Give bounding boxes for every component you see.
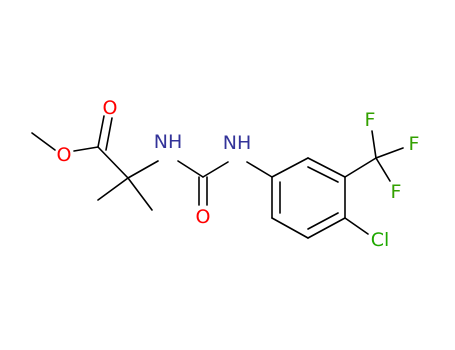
ring-bond-4-inner: [307, 212, 339, 230]
bond-nh-left-urea-c: [177, 160, 204, 178]
bond-quat-c-methyl-a: [97, 177, 129, 201]
atom-nh-left: NH: [154, 131, 183, 153]
bond-ester-c-carbonyl-o-2: [105, 117, 113, 151]
bond-quat-c-nh-left: [127, 160, 159, 179]
atom-o-carbonyl: O: [103, 97, 118, 119]
bond-methoxy-o-ester-c: [73, 146, 99, 152]
bond-ring-cf3-c: [344, 157, 377, 178]
bond-cf3-f-top: [371, 130, 377, 159]
bond-quat-c-methyl-b: [127, 177, 153, 211]
bond-ester-c-quat-c: [97, 146, 129, 179]
atom-labels: O O NH NH O F F F Cl: [57, 97, 420, 251]
ring-bond-5: [271, 217, 309, 239]
bond-ester-c-carbonyl-o-1: [97, 115, 105, 148]
bond-methyl-methoxy-o: [31, 132, 56, 151]
bond-cf3-f-right: [375, 147, 404, 159]
atom-o-methoxy: O: [57, 144, 72, 166]
ring-bond-1: [271, 157, 309, 178]
ring-bond-2-inner: [307, 166, 339, 183]
atom-f-top: F: [365, 109, 376, 131]
bond-cf3-f-bottom: [375, 157, 391, 182]
atom-nh-right: NH: [223, 132, 252, 154]
ring-bond-2: [307, 157, 346, 178]
atom-cl: Cl: [371, 229, 390, 251]
atom-f-bottom: F: [391, 181, 402, 203]
bond-urea-c-nh-right: [202, 161, 229, 178]
ring-bond-4: [307, 217, 346, 239]
bond-ring-cl: [344, 217, 369, 235]
atom-f-right: F: [409, 133, 420, 155]
bonds: [31, 115, 404, 239]
bond-nh-right-ring: [246, 161, 273, 178]
atom-o-urea: O: [196, 206, 211, 228]
